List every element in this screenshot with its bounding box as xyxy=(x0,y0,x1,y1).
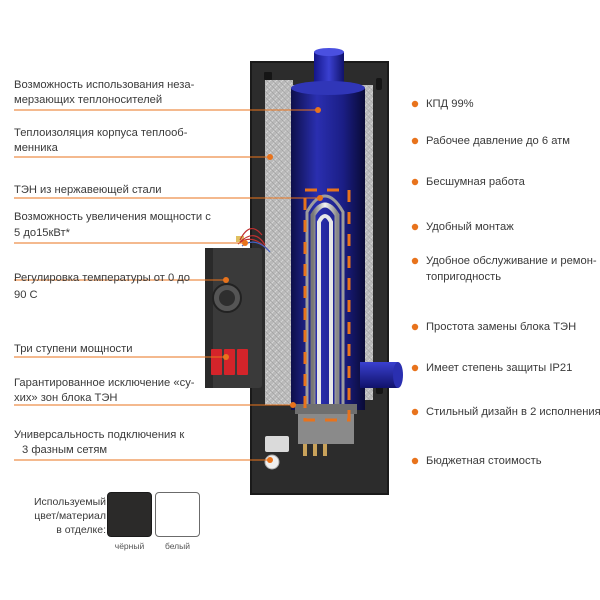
feature-temp-control-line2: 90 С xyxy=(14,289,38,301)
feature-price: Бюджетная стоимость xyxy=(426,455,542,467)
feature-3phase-line1: Универсальность подключения к xyxy=(14,429,185,441)
feature-ip-rating: Имеет степень защиты IP21 xyxy=(426,362,573,374)
feature-power-upgrade-line2: 5 до15кВт* xyxy=(14,227,70,239)
swatch-black-label: чёрный xyxy=(114,541,145,551)
finish-caption-line1: Используемый xyxy=(34,496,106,508)
feature-efficiency: КПД 99% xyxy=(426,98,474,110)
finish-caption: Используемый цвет/материал в отделке: xyxy=(24,495,106,537)
right-bullets xyxy=(411,100,419,465)
feature-design: Стильный дизайн в 2 исполнениях xyxy=(426,406,600,418)
feature-antifreeze-line1: Возможность использования неза- xyxy=(14,79,195,91)
feature-temp-control-line1: Регулировка температуры от 0 до xyxy=(14,272,191,284)
swatch-black xyxy=(107,492,152,537)
finish-caption-line3: в отделке: xyxy=(56,524,106,536)
feature-power-upgrade-line1: Возможность увеличения мощности с xyxy=(14,211,211,223)
feature-3phase-line2: 3 фазным сетям xyxy=(22,444,108,456)
feature-heater-replacement: Простота замены блока ТЭН xyxy=(426,321,577,333)
feature-silent: Бесшумная работа xyxy=(426,176,525,188)
heater-highlight-frame xyxy=(303,188,351,422)
feature-antifreeze-line2: мерзающих теплоносителей xyxy=(14,94,163,106)
finish-caption-line2: цвет/материал xyxy=(34,510,106,522)
feature-pressure: Рабочее давление до 6 атм xyxy=(426,135,570,147)
control-box xyxy=(205,228,271,388)
feature-insulation-line2: менника xyxy=(14,142,58,154)
terminal-block xyxy=(264,436,289,470)
swatch-white-label: белый xyxy=(164,541,191,551)
heat-exchanger-tank xyxy=(291,48,403,410)
feature-steel-heater: ТЭН из нержавеющей стали xyxy=(14,184,162,196)
feature-easy-install: Удобный монтаж xyxy=(426,221,514,233)
callout-dots xyxy=(223,107,323,463)
heating-element xyxy=(295,194,357,456)
callout-lines xyxy=(14,109,320,461)
feature-maintenance-line1: Удобное обслуживание и ремон- xyxy=(426,255,597,267)
swatch-white xyxy=(155,492,200,537)
feature-maintenance-line2: топригодность xyxy=(426,271,502,283)
feature-power-stages: Три ступени мощности xyxy=(14,343,133,355)
feature-insulation-line1: Теплоизоляция корпуса теплооб- xyxy=(14,127,188,139)
feature-no-dry-zones-line1: Гарантированное исключение «су- xyxy=(14,377,195,389)
feature-no-dry-zones-line2: хих» зон блока ТЭН xyxy=(14,392,118,404)
